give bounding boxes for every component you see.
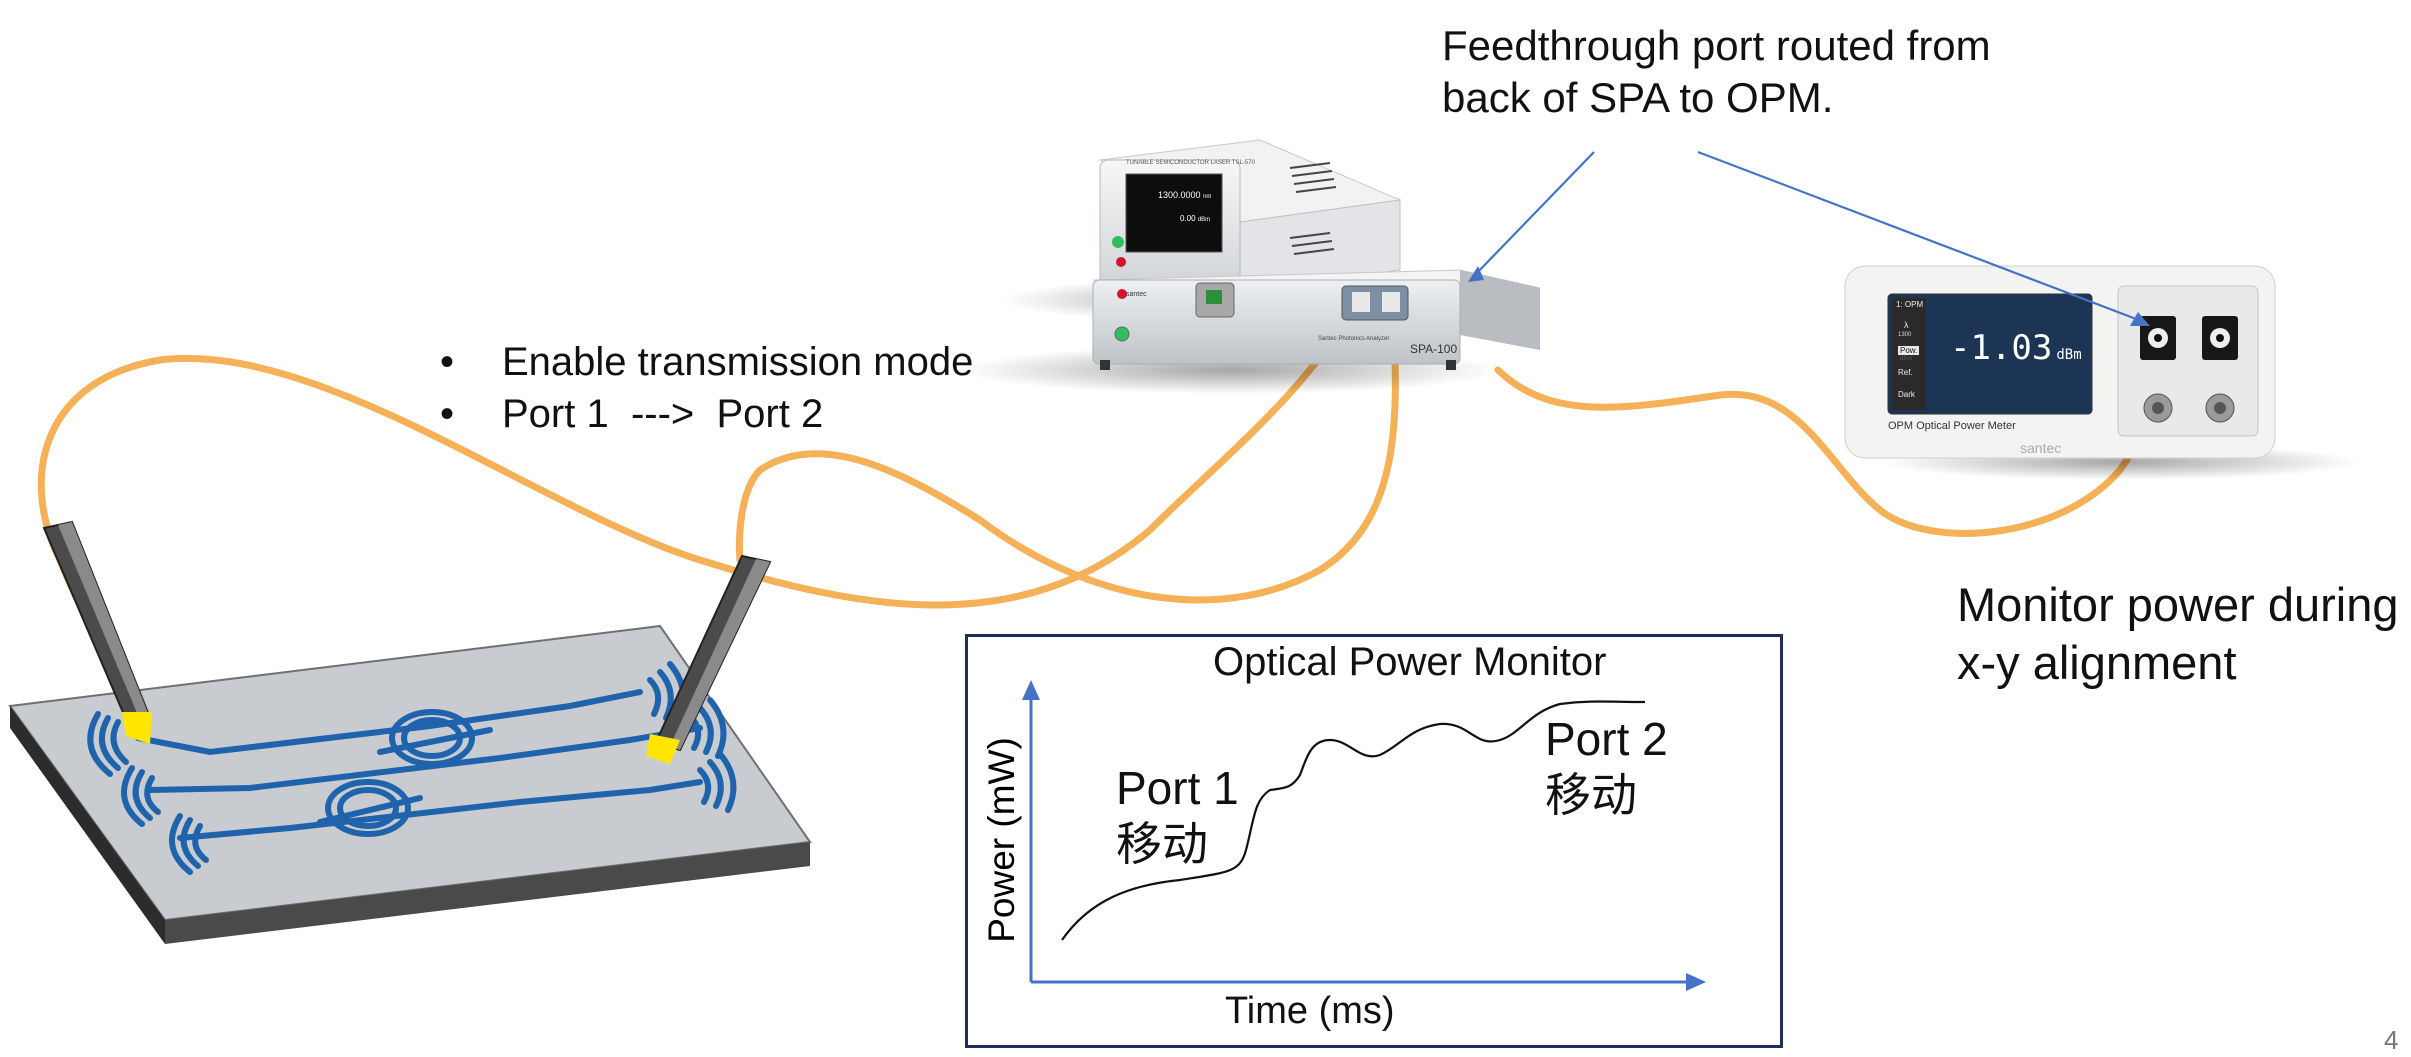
- opm-reading-unit: dBm: [2056, 347, 2082, 363]
- step-item: • Enable transmission mode: [440, 336, 973, 388]
- optical-power-meter: [1844, 265, 2360, 480]
- monitor-note: Monitor power during x-y alignment: [1957, 576, 2399, 692]
- step-item: • Port 1 ---> Port 2: [440, 388, 973, 440]
- right-fiber-probe[interactable]: [646, 554, 772, 764]
- opm-menu-1: 1: OPM: [1896, 300, 1924, 309]
- chart-y-arrow: [1022, 680, 1040, 700]
- chart-x-label: Time (ms): [1225, 990, 1395, 1032]
- laser-power-unit: dBm: [1197, 217, 1211, 223]
- opm-menu-3-sub: dBm: [1900, 356, 1913, 362]
- opm-label: OPM Optical Power Meter: [1888, 420, 2016, 432]
- feedthrough-note: Feedthrough port routed from back of SPA…: [1442, 20, 1991, 124]
- laser-wavelength-readout: 1300.0000 nm: [1158, 190, 1211, 200]
- chart-title: Optical Power Monitor: [1213, 640, 1607, 684]
- chart-x-arrow: [1686, 973, 1706, 991]
- steps-list: • Enable transmission mode • Port 1 --->…: [440, 336, 973, 440]
- opm-menu-2-sub: 1300: [1898, 332, 1912, 338]
- feedthrough-note-line1: Feedthrough port routed from: [1442, 22, 1991, 69]
- left-fiber-probe[interactable]: [42, 520, 152, 744]
- monitor-note-line1: Monitor power during: [1957, 578, 2399, 631]
- port1-move-label: 移动: [1116, 818, 1208, 870]
- spa-brand: santec: [1126, 291, 1147, 298]
- opm-menu-3: Pow.: [1898, 346, 1920, 355]
- annotation-arrow-opm: [2130, 312, 2150, 326]
- annotation-line-spa: [1473, 151, 1595, 277]
- port1-annotation: Port 1 移动: [1116, 760, 1239, 872]
- opm-menu-4: Ref.: [1898, 368, 1913, 377]
- laser-power-value: 0.00: [1180, 214, 1196, 223]
- port2-label: Port 2: [1545, 713, 1668, 765]
- chart-y-label: Power (mW): [981, 737, 1022, 943]
- opm-brand: santec: [2020, 440, 2062, 456]
- laser-wavelength-value: 1300.0000: [1158, 190, 1201, 200]
- step-text: Enable transmission mode: [502, 340, 974, 384]
- feedthrough-note-line2: back of SPA to OPM.: [1442, 74, 1834, 121]
- spa-subtitle: Santec Photonics Analyzer: [1318, 336, 1390, 342]
- laser-power-readout: 0.00 dBm: [1180, 214, 1210, 223]
- opm-menu-5: Dark: [1898, 390, 1915, 399]
- spa-100-analyzer: [960, 269, 1541, 394]
- tunable-laser: [1098, 139, 1402, 293]
- power-curve: [1061, 700, 1646, 941]
- bullet-icon: •: [440, 392, 455, 436]
- port2-annotation: Port 2 移动: [1545, 711, 1668, 823]
- fiber-port2: [735, 298, 1399, 604]
- laser-screen-header: TUNABLE SEMICONDUCTOR LASER TSL-570: [1126, 160, 1255, 166]
- monitor-note-line2: x-y alignment: [1957, 636, 2237, 689]
- step-text: Port 1 ---> Port 2: [502, 392, 824, 436]
- bullet-icon: •: [440, 340, 455, 384]
- port2-move-label: 移动: [1545, 769, 1637, 821]
- annotation-line-opm: [1697, 150, 2145, 324]
- opm-menu-2: λ: [1904, 320, 1909, 330]
- page-number: 4: [2384, 1025, 2399, 1055]
- port1-label: Port 1: [1116, 762, 1239, 814]
- fiber-port1: [37, 298, 1359, 694]
- annotation-arrow-spa: [1468, 266, 1484, 282]
- optical-power-monitor-chart: [965, 634, 1783, 1048]
- spa-model: SPA-100: [1410, 342, 1458, 356]
- laser-wavelength-unit: nm: [1203, 194, 1212, 200]
- opm-reading-value: -1.03: [1950, 328, 2053, 368]
